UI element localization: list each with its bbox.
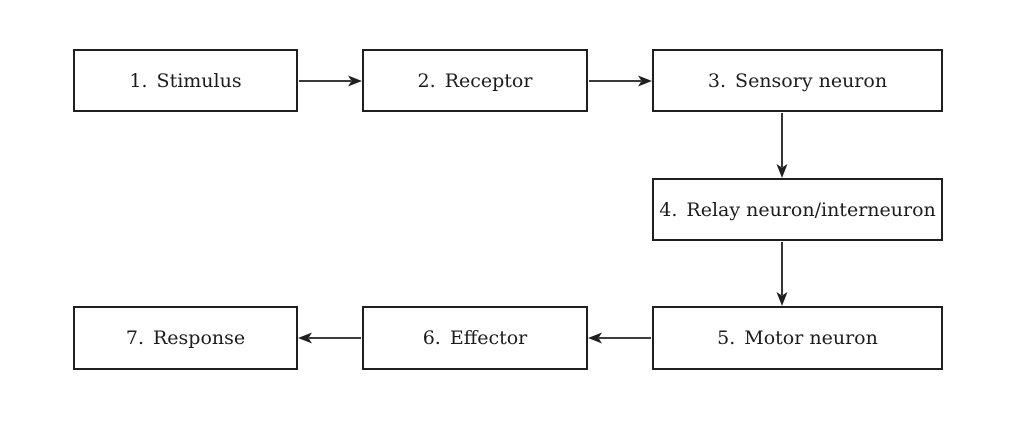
node-sensory-neuron-number: 3.: [707, 69, 727, 92]
node-motor-neuron-number: 5.: [717, 327, 736, 349]
node-receptor-label: Receptor: [444, 69, 533, 92]
node-effector: 6. Effector: [362, 306, 588, 370]
node-receptor-number: 2.: [417, 69, 436, 92]
node-relay-neuron-number: 4.: [659, 198, 678, 221]
arrow-effector-to-response: [298, 332, 361, 344]
arrow-sensory-neuron-to-relay-neuron: [776, 113, 788, 178]
arrow-stimulus-to-receptor: [299, 75, 362, 87]
node-response-label: Response: [153, 327, 246, 349]
node-effector-label: Effector: [449, 327, 528, 349]
node-response: 7. Response: [73, 306, 298, 370]
node-motor-neuron: 5. Motor neuron: [652, 306, 943, 370]
node-stimulus-number: 1.: [129, 69, 148, 92]
node-relay-neuron-label: Relay neuron/interneuron: [686, 198, 936, 221]
arrow-receptor-to-sensory-neuron: [589, 75, 652, 87]
node-effector-number: 6.: [422, 327, 441, 349]
node-relay-neuron: 4. Relay neuron/interneuron: [652, 178, 943, 241]
node-sensory-neuron-label: Sensory neuron: [735, 69, 888, 92]
node-stimulus-label: Stimulus: [156, 69, 242, 92]
node-stimulus: 1. Stimulus: [73, 49, 298, 112]
arrow-relay-neuron-to-motor-neuron: [776, 242, 788, 306]
node-receptor: 2. Receptor: [362, 49, 588, 112]
node-motor-neuron-label: Motor neuron: [744, 327, 878, 349]
node-sensory-neuron: 3. Sensory neuron: [652, 49, 943, 112]
node-response-number: 7.: [125, 327, 144, 349]
arrow-motor-neuron-to-effector: [588, 332, 651, 344]
